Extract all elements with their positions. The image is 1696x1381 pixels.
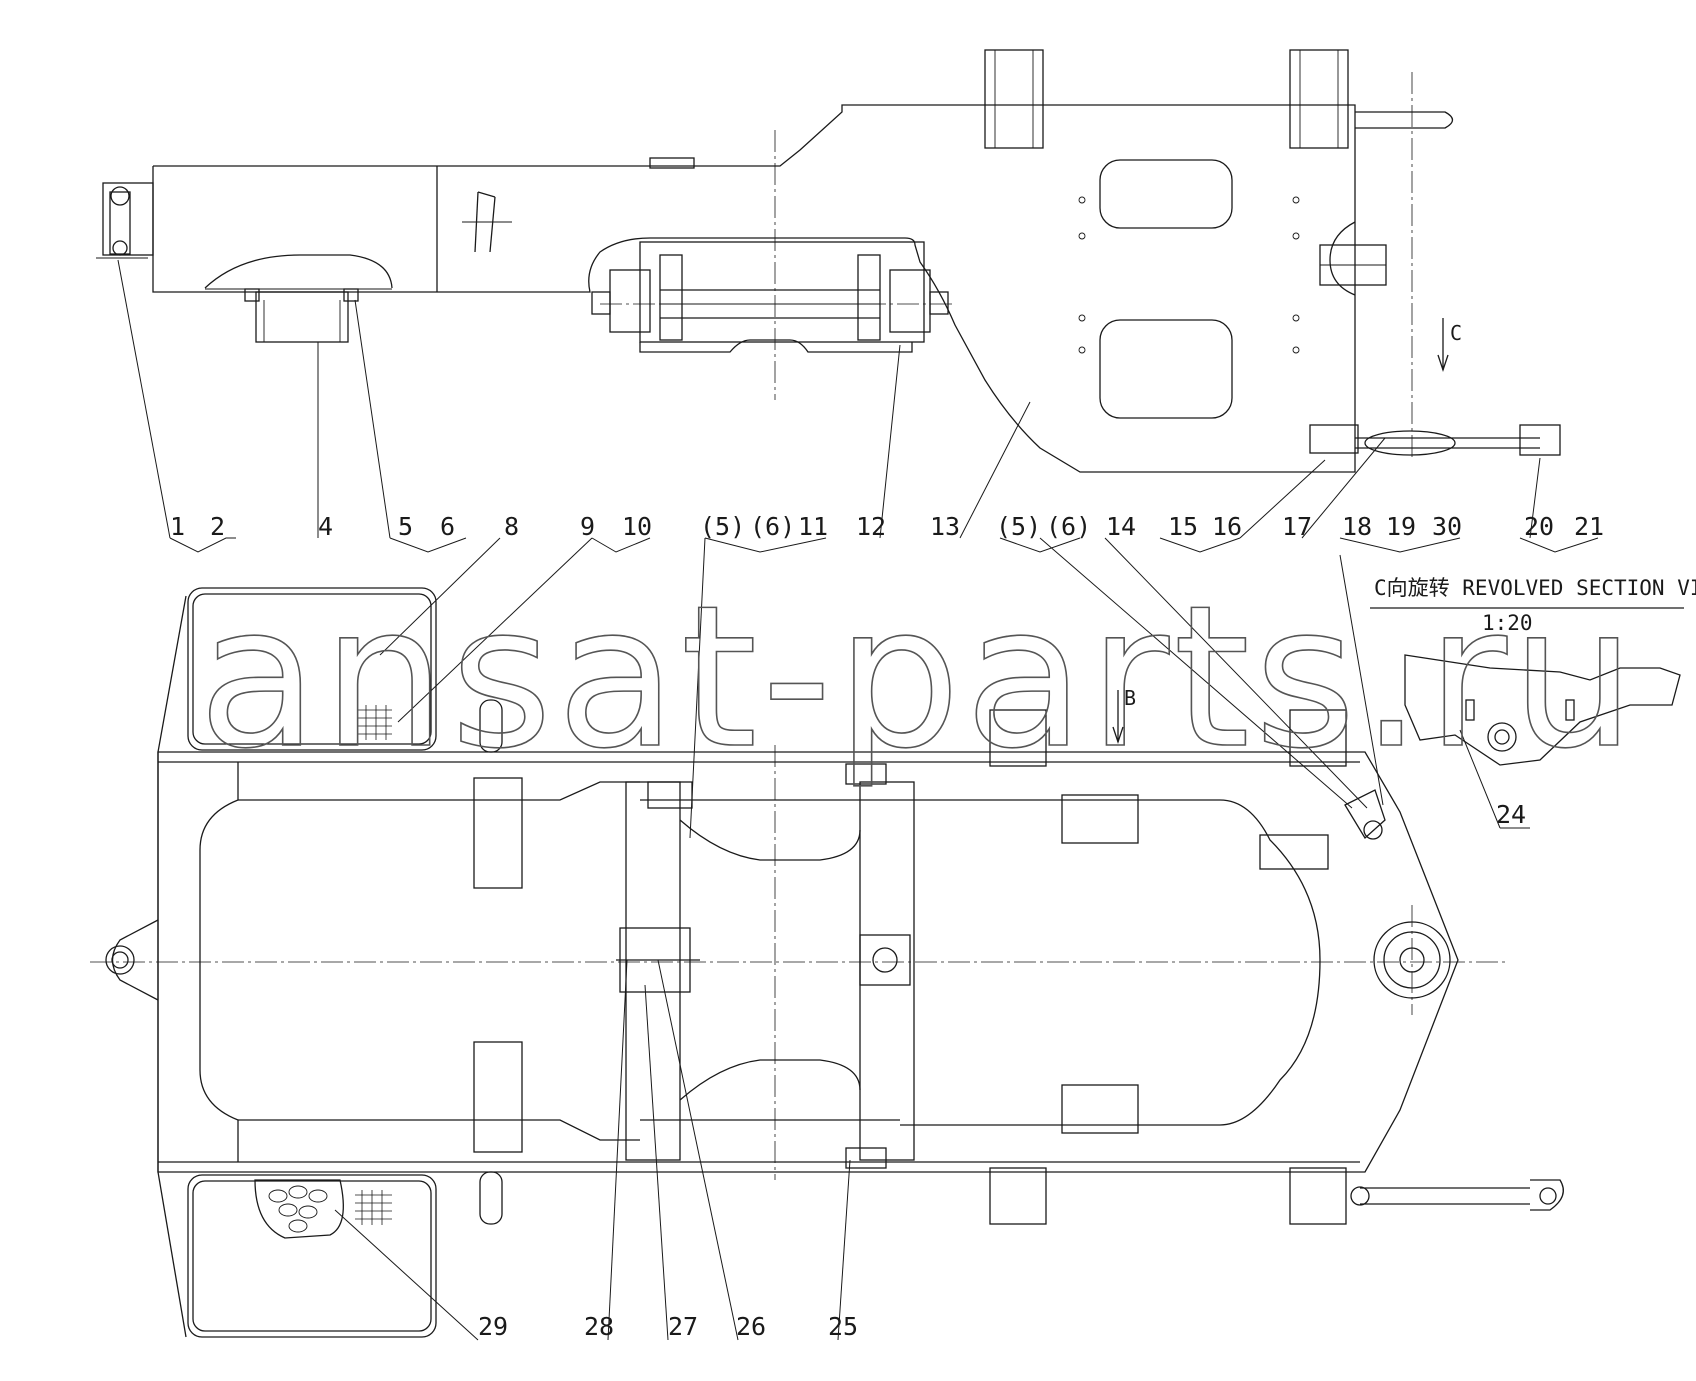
lift-eye-bottom — [479, 1171, 503, 1225]
top-plate-pad — [649, 157, 695, 169]
callout-18: 18 — [1342, 512, 1372, 541]
callout-2: 2 — [210, 512, 225, 541]
left-wheel-hub — [609, 269, 651, 333]
view-arrow-c-label: C — [1450, 321, 1462, 345]
callout-8: 8 — [504, 512, 519, 541]
callout-5: 5 — [398, 512, 413, 541]
callout-29: 29 — [478, 1312, 508, 1341]
frame-side-lower-edge — [152, 166, 905, 293]
tow-eye — [111, 919, 159, 1001]
lift-eye-top — [479, 699, 503, 753]
callout-24: 24 — [1496, 800, 1526, 829]
callout-19: 19 — [1386, 512, 1416, 541]
section-slot-right — [1565, 699, 1575, 721]
block-inner-2 — [1259, 834, 1329, 870]
block-inner-3 — [1061, 1084, 1139, 1134]
top-bracket-left — [984, 49, 1044, 149]
tank-mound — [204, 254, 393, 289]
callout-paren-6-left: (6) — [750, 512, 795, 541]
callout-26: 26 — [736, 1312, 766, 1341]
section-slot-left — [1465, 699, 1475, 721]
axle-curve-top — [679, 819, 861, 861]
bracket-upper — [473, 777, 523, 889]
window-upper — [1099, 159, 1233, 229]
pivot-lower-right — [1519, 424, 1561, 456]
axle-curve-bottom — [679, 1059, 861, 1101]
block-bottom-2 — [1289, 1167, 1347, 1225]
section-c-outline — [1404, 654, 1681, 766]
window-lower — [1099, 319, 1233, 419]
block-bottom-1 — [989, 1167, 1047, 1225]
callout-27: 27 — [668, 1312, 698, 1341]
pivot-lower-left — [1309, 424, 1359, 454]
callout-25: 25 — [828, 1312, 858, 1341]
revolved-section-view: C向旋转 REVOLVED SECTION VIEW C 1:20 24 — [1370, 576, 1696, 829]
bracket-lower — [473, 1041, 523, 1153]
section-view-scale: 1:20 — [1482, 611, 1533, 635]
callout-13: 13 — [930, 512, 960, 541]
inner-right-curve — [900, 799, 1321, 1126]
foot-pad — [254, 1179, 344, 1239]
end-tab — [1355, 111, 1454, 129]
callout-16: 16 — [1212, 512, 1242, 541]
side-elevation-view: C — [96, 49, 1561, 473]
callout-6: 6 — [440, 512, 455, 541]
callout-paren-5-right: (5) — [996, 512, 1041, 541]
hatch-bottom — [355, 1190, 392, 1225]
callouts-top-row: 1 2 4 5 6 8 9 10 (5) (6) 11 12 13 (5) (6… — [170, 512, 1604, 541]
bottom-left-step — [187, 1174, 437, 1338]
top-bracket-right — [1289, 49, 1349, 149]
frame-plan-outline — [157, 751, 1459, 1173]
axle-housing — [639, 241, 925, 343]
outer-left-edge — [157, 595, 187, 1338]
view-arrow-b-label: B — [1124, 686, 1136, 710]
callout-paren-6-right: (6) — [1046, 512, 1091, 541]
block-top-1 — [989, 709, 1047, 767]
callout-11: 11 — [798, 512, 828, 541]
tow-hitch — [102, 182, 154, 256]
callout-4: 4 — [318, 512, 333, 541]
block-top-2 — [1289, 709, 1347, 767]
callout-12: 12 — [856, 512, 886, 541]
top-left-step — [187, 587, 437, 751]
inner-left-curve — [199, 762, 239, 1162]
cross-member-right — [859, 781, 915, 1161]
callout-20: 20 — [1524, 512, 1554, 541]
section-view-title: C向旋转 REVOLVED SECTION VIEW C — [1374, 576, 1696, 600]
callouts-bottom-row: 29 28 27 26 25 — [478, 1312, 858, 1341]
callout-paren-5-left: (5) — [700, 512, 745, 541]
callout-14: 14 — [1106, 512, 1136, 541]
battery-box — [255, 291, 349, 343]
callout-21: 21 — [1574, 512, 1604, 541]
callout-28: 28 — [584, 1312, 614, 1341]
callout-1: 1 — [170, 512, 185, 541]
watermark-text: ansat-parts.ru — [198, 564, 1639, 792]
callout-9: 9 — [580, 512, 595, 541]
callout-10: 10 — [622, 512, 652, 541]
leader-lines-bottom — [334, 959, 851, 1341]
block-inner-1 — [1061, 794, 1139, 844]
callout-17: 17 — [1282, 512, 1312, 541]
callout-15: 15 — [1168, 512, 1198, 541]
steer-bracket — [1344, 789, 1386, 840]
callout-30: 30 — [1432, 512, 1462, 541]
hatch-top — [358, 705, 392, 740]
